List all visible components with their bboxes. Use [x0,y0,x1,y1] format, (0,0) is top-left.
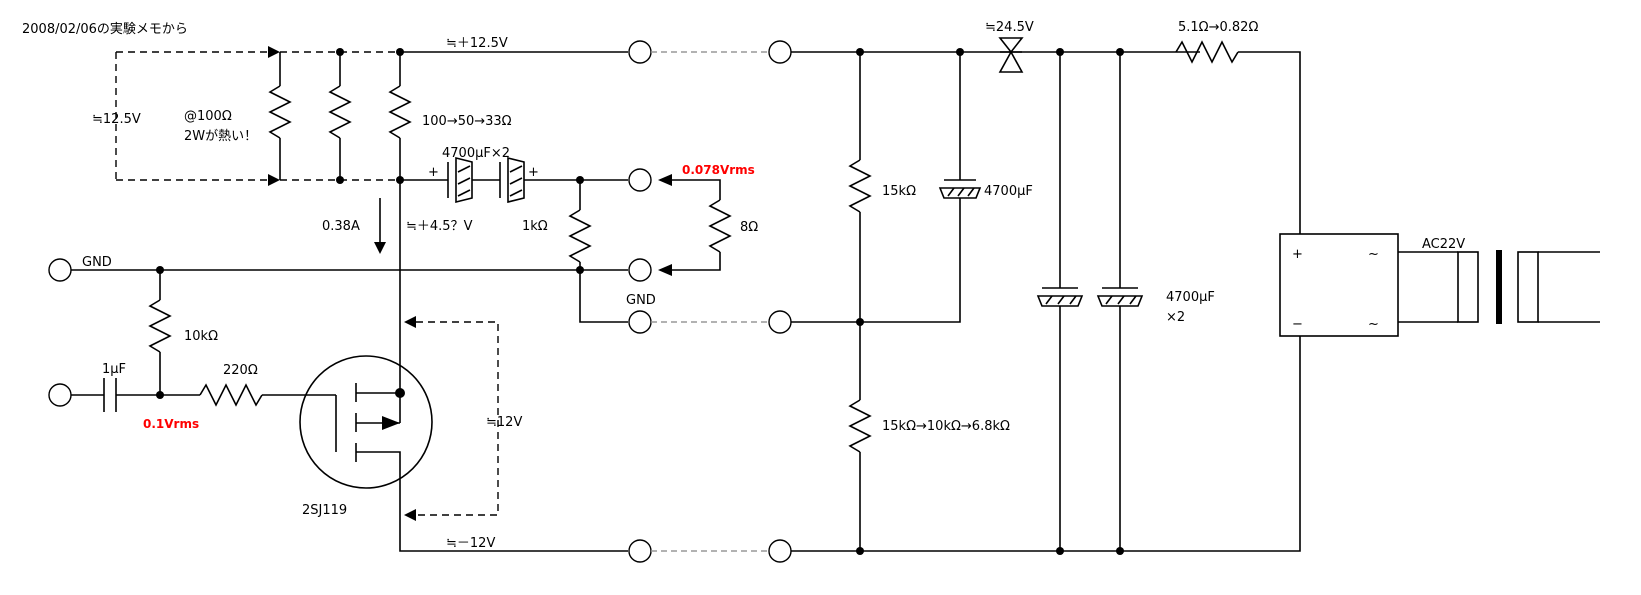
transformer [1398,250,1600,324]
label-bridge-ac-b: ~ [1368,317,1379,332]
header-note: 2008/02/06の実験メモから [22,21,188,37]
label-c-4700-x2-b: ×2 [1166,310,1185,325]
label-at-100ohm: @100Ω [184,109,232,124]
resistor-parallel-3 [388,52,412,180]
label-v-078: 0.078Vrms [682,163,755,177]
mosfet-2sj119 [299,355,433,510]
label-r-load: 8Ω [740,220,758,235]
capacitor-coupling-2 [499,156,525,204]
terminal-gnd-left [48,258,72,282]
capacitor-4700-single [860,52,982,323]
label-v-minus-12: ≒－12V [446,536,495,551]
label-r-15k-top: 15kΩ [882,184,916,199]
label-c-1u: 1μF [102,362,126,377]
terminal-bottom-left [628,539,652,563]
resistor-15k-top [848,52,872,400]
capacitor-4700-x2-b [1096,52,1144,551]
label-v-245: ≒24.5V [985,20,1034,35]
label-r-5-1: 5.1Ω→0.82Ω [1178,20,1258,35]
zener-diode [998,37,1024,73]
load-8ohm [658,174,732,276]
label-r-15k-bottom: 15kΩ→10kΩ→6.8kΩ [882,419,1010,434]
label-r-220: 220Ω [223,363,258,378]
resistor-10k [148,270,172,395]
terminal-mid-gnd-right [768,310,792,334]
label-v-45: ≒＋4.5？V [406,219,473,234]
resistor-5-1-ohm [1175,40,1239,64]
label-gnd-left: GND [82,255,112,270]
label-r-series-values: 100→50→33Ω [422,114,512,129]
resistor-1k [568,180,592,270]
capacitor-4700-x2-a [1036,52,1084,551]
terminal-input [48,383,72,407]
capacitor-1u [103,378,117,412]
label-c-4700-single: 4700μF [984,184,1033,199]
label-plus-b: + [528,165,539,180]
label-c-4700-x2-a: 4700μF [1166,290,1215,305]
label-v-left-dashed: ≒12.5V [92,112,141,127]
resistor-220 [199,383,263,407]
label-bridge-ac-a: ~ [1368,247,1379,262]
label-v-top-rail: ≒＋12.5V [446,36,508,51]
left-dashed-block [115,46,400,186]
capacitor-coupling-1 [447,156,473,204]
label-bridge-plus: + [1292,247,1303,262]
label-v-12-dashed: ≒12V [486,415,522,430]
label-bridge-minus: − [1292,317,1303,332]
terminal-mid-gnd-left [628,310,652,334]
terminal-bottom-right [768,539,792,563]
dashed-v12-indicator [404,316,499,521]
label-r-10k: 10kΩ [184,329,218,344]
terminal-output-plus [628,168,652,192]
resistor-parallel-1 [268,52,292,180]
label-ac22: AC22V [1422,237,1465,252]
label-r-1k: 1kΩ [522,219,548,234]
terminal-top-left [628,40,652,64]
label-hot-2w: 2Wが熱い！ [184,129,257,144]
bridge-rectifier [1279,233,1399,337]
label-gnd-mid: GND [626,293,656,308]
label-plus-a: + [428,165,439,180]
label-current: 0.38A [322,219,360,234]
label-cap-coupling: 4700μF×2 [442,146,510,161]
resistor-15k-bottom [848,399,872,551]
label-v-01: 0.1Vrms [143,417,199,431]
terminal-output-gnd [628,258,652,282]
label-transistor: 2SJ119 [302,503,347,518]
terminal-top-right [768,40,792,64]
resistor-parallel-2 [328,52,352,180]
